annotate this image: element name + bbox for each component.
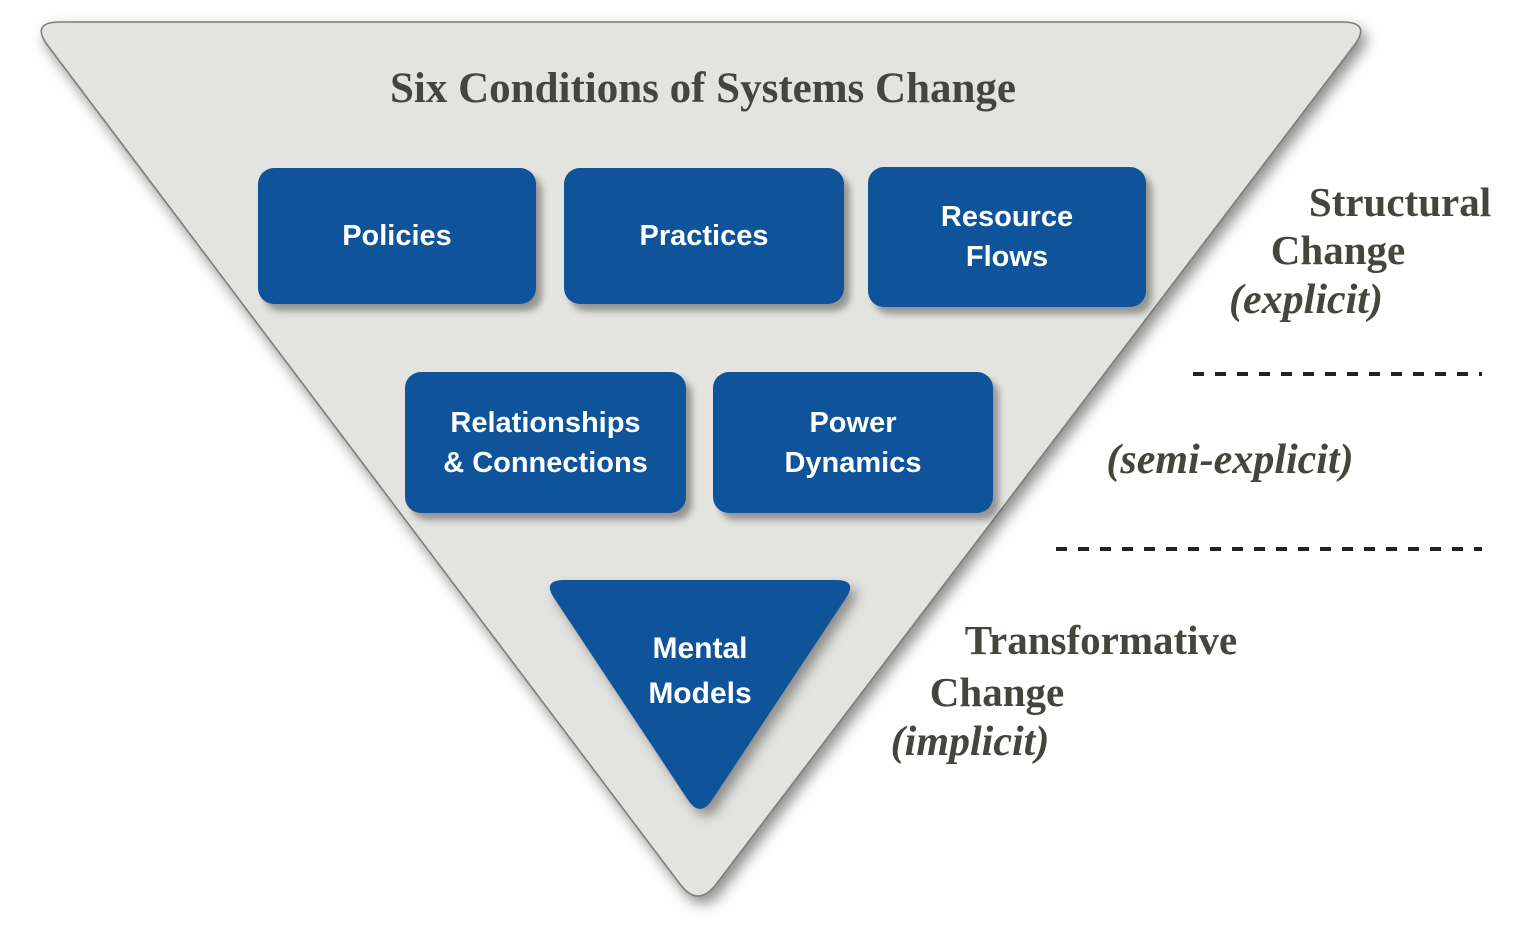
box-relationships-connections: Relationships & Connections — [405, 372, 686, 513]
structural-change-label-line2: Change — [1270, 227, 1406, 273]
divider-dashed-line-top — [1193, 372, 1482, 376]
transformative-change-subtitle: (implicit) — [890, 719, 1050, 765]
box-resource-flows: Resource Flows — [868, 167, 1146, 307]
mental-models-triangle — [549, 580, 851, 809]
divider-dashed-line-bottom — [1056, 547, 1482, 551]
box-policies-label: Policies — [342, 220, 452, 252]
structural-change-label-line1: Structural — [1308, 179, 1492, 225]
diagram-title: Six Conditions of Systems Change — [390, 65, 1016, 112]
box-policies: Policies — [258, 168, 536, 304]
box-practices-label: Practices — [639, 220, 769, 252]
box-relationships-connections-label: Relationships & Connections — [443, 406, 648, 479]
box-power-dynamics: Power Dynamics — [713, 372, 993, 513]
transformative-change-label-line2: Change — [929, 669, 1065, 715]
mental-models-label: Mental Models — [648, 632, 752, 710]
box-resource-flows-label: Resource Flows — [940, 201, 1074, 273]
box-practices: Practices — [564, 168, 844, 304]
box-power-dynamics-label: Power Dynamics — [784, 406, 922, 479]
transformative-change-label-line1: Transformative — [964, 617, 1238, 663]
structural-change-subtitle: (explicit) — [1229, 277, 1383, 323]
semi-explicit-label: (semi-explicit) — [1106, 437, 1354, 483]
